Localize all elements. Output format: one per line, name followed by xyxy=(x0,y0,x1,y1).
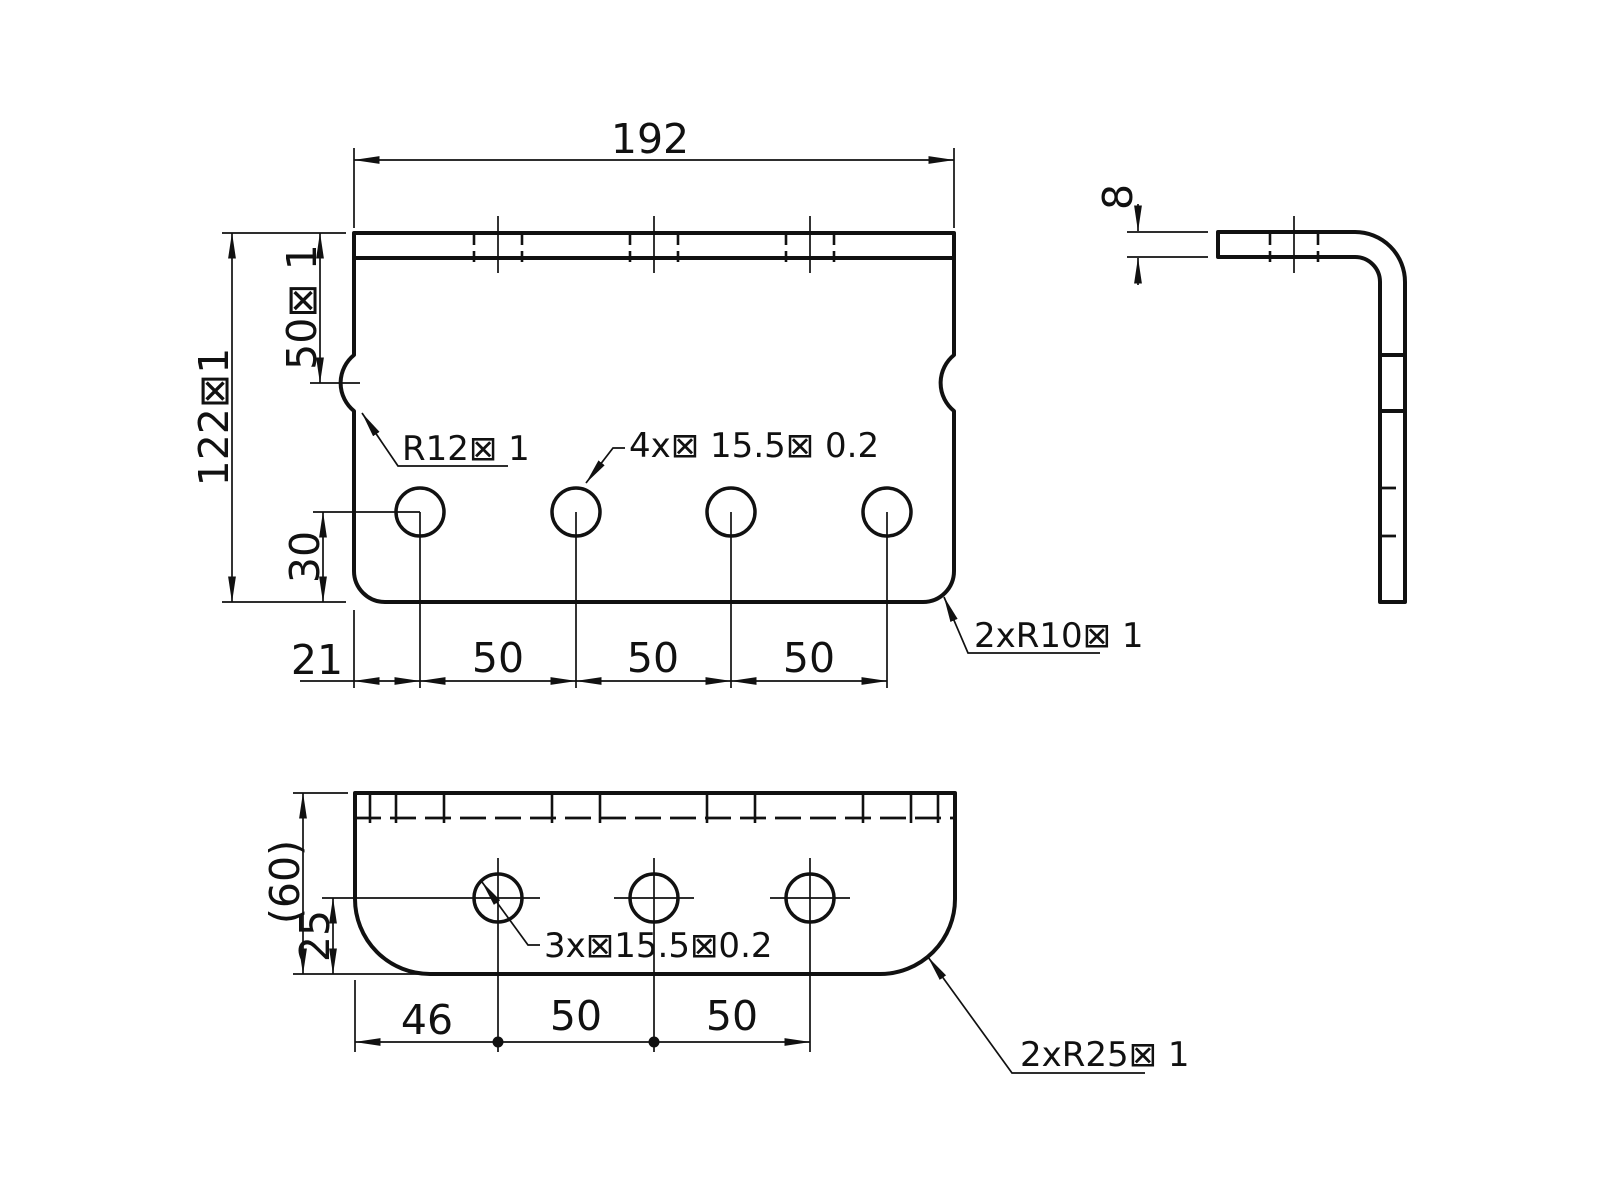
leader-corner-r25: 2xR25⊠ 1 xyxy=(927,956,1190,1075)
leader-front-holes: 4x⊠ 15.5⊠ 0.2 xyxy=(585,426,879,484)
label-notch-r12: R12⊠ 1 xyxy=(402,429,530,469)
label-bottom-holes: 3x⊠15.5⊠0.2 xyxy=(544,926,773,966)
dim-chain-bottom: 46 50 50 xyxy=(354,980,811,1052)
dim-height-60: (60) xyxy=(261,792,430,975)
chain-junction-dot-1 xyxy=(492,1036,504,1048)
side-outline xyxy=(1216,230,1407,604)
front-dimensions: 192 122⊠1 50⊠ 1 30 21 xyxy=(190,115,1144,688)
dim-chain-bottom-50a: 50 xyxy=(550,992,602,1040)
front-outline xyxy=(338,231,956,604)
dim-notch-offset-text: 50⊠ 1 xyxy=(278,244,326,370)
leader-corner-r10: 2xR10⊠ 1 xyxy=(943,596,1144,656)
bottom-band-ticks xyxy=(368,793,940,823)
dim-hole-offset-25: 25 xyxy=(291,897,339,975)
dim-chain-front-50b: 50 xyxy=(627,634,679,682)
label-corner-r10: 2xR10⊠ 1 xyxy=(974,616,1144,656)
dim-chain-bottom-50b: 50 xyxy=(706,992,758,1040)
dim-thickness-8: 8 xyxy=(1094,184,1208,285)
dim-notch-offset-50: 50⊠ 1 xyxy=(278,232,360,384)
dim-chain-front: 21 50 50 50 xyxy=(291,610,888,688)
label-front-holes: 4x⊠ 15.5⊠ 0.2 xyxy=(629,426,879,466)
leader-bottom-holes: 3x⊠15.5⊠0.2 xyxy=(481,881,773,966)
dim-chain-front-21: 21 xyxy=(291,636,343,684)
dim-hole-offset-text: 30 xyxy=(281,531,329,583)
dim-height-60-text: (60) xyxy=(261,840,309,924)
bottom-view: (60) 25 46 50 50 3x⊠15.5⊠0.2 2xR25⊠ 1 xyxy=(261,791,1190,1075)
dim-hole-offset-30: 30 xyxy=(281,511,420,603)
leader-notch-r12: R12⊠ 1 xyxy=(361,412,530,469)
front-hole-centerlines xyxy=(419,512,888,688)
dim-chain-front-50a: 50 xyxy=(472,634,524,682)
dim-thickness-text: 8 xyxy=(1094,184,1142,210)
dim-width-192: 192 xyxy=(353,115,955,228)
label-corner-r25: 2xR25⊠ 1 xyxy=(1020,1035,1190,1075)
dim-width-text: 192 xyxy=(611,115,689,163)
side-view: 8 xyxy=(1094,184,1407,604)
front-view xyxy=(338,216,956,688)
chain-junction-dot-2 xyxy=(648,1036,660,1048)
dim-chain-bottom-46: 46 xyxy=(401,996,453,1044)
front-band-centerlines xyxy=(497,216,811,273)
dim-height-text: 122⊠1 xyxy=(190,348,238,487)
dim-chain-front-50c: 50 xyxy=(783,634,835,682)
bottom-outline xyxy=(353,791,957,976)
front-band-hidden-hole-edges xyxy=(472,234,836,263)
dim-hole-offset-25-text: 25 xyxy=(291,910,339,962)
